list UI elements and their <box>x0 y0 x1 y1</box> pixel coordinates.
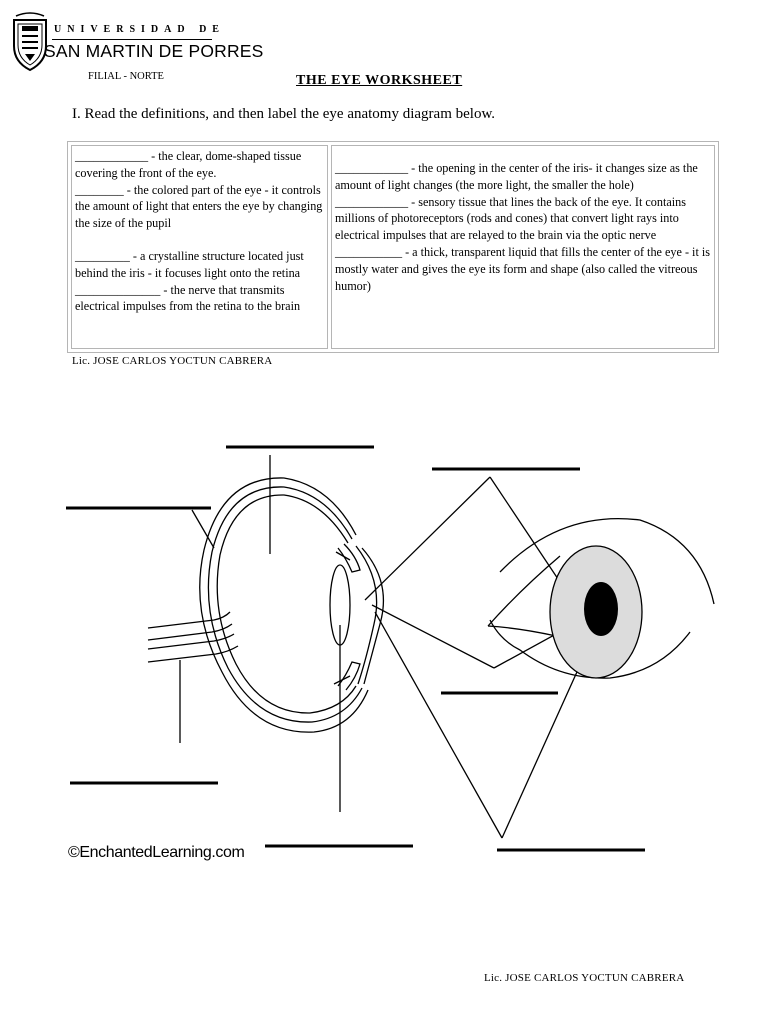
definition-text: - a thick, transparent liquid that fills… <box>335 244 711 293</box>
definition-vitreous: ___________ - a thick, transparent liqui… <box>335 244 711 294</box>
definition-text: - the opening in the center of the iris-… <box>335 161 698 192</box>
worksheet-title: THE EYE WORKSHEET <box>296 73 463 88</box>
definitions-table: ____________ - the clear, dome-shaped ti… <box>67 141 719 353</box>
eye-anatomy-diagram <box>66 445 715 852</box>
definitions-right-cell: ____________ - the opening in the center… <box>331 145 715 349</box>
answer-blank: ____________ <box>75 149 149 163</box>
definition-cornea: ____________ - the clear, dome-shaped ti… <box>75 148 324 182</box>
worksheet-instruction: I. Read the definitions, and then label … <box>72 106 496 122</box>
header-rule <box>52 39 212 40</box>
answer-blank: ____________ <box>335 161 409 175</box>
author-signature-top: Lic. JOSE CARLOS YOCTUN CABRERA <box>72 355 273 367</box>
iris-cross-section <box>333 543 361 691</box>
university-seal-icon <box>13 12 47 72</box>
branch-label: FILIAL - NORTE <box>88 71 164 82</box>
definition-retina: ____________ - sensory tissue that lines… <box>335 194 711 244</box>
definition-pupil: ____________ - the opening in the center… <box>335 160 711 194</box>
author-signature-bottom: Lic. JOSE CARLOS YOCTUN CABRERA <box>484 972 685 984</box>
definition-text: - the colored part of the eye - it contr… <box>75 182 323 231</box>
answer-blank: ____________ <box>335 194 409 209</box>
answer-blank: ___________ <box>335 244 403 259</box>
definition-iris: ________ - the colored part of the eye -… <box>75 182 324 232</box>
definition-lens: _________ - a crystalline structure loca… <box>75 248 324 282</box>
optic-nerve-shape <box>147 611 239 663</box>
definitions-left-cell: ____________ - the clear, dome-shaped ti… <box>71 145 328 349</box>
eyeball-cross-section <box>199 477 369 733</box>
pupil-front-view <box>584 582 618 636</box>
answer-blank: _________ <box>75 248 130 263</box>
eye-front-view <box>487 517 715 679</box>
answer-blank: ________ <box>75 182 124 197</box>
answer-blank: ______________ <box>75 282 161 297</box>
university-top-text: UNIVERSIDAD DE <box>54 24 225 35</box>
definition-text: - a crystalline structure located just b… <box>75 248 304 280</box>
definition-optic-nerve: ______________ - the nerve that transmit… <box>75 282 324 316</box>
university-header: UNIVERSIDAD DE SAN MARTIN DE PORRES FILI… <box>8 10 268 90</box>
definition-text: - the nerve that transmits electrical im… <box>75 282 301 314</box>
copyright-text: ©EnchantedLearning.com <box>68 844 245 861</box>
definition-text: - the clear, dome-shaped tissue covering… <box>75 149 302 180</box>
university-name: SAN MARTIN DE PORRES <box>44 41 264 61</box>
definition-text: - sensory tissue that lines the back of … <box>335 194 686 243</box>
cornea-shape <box>355 545 385 685</box>
